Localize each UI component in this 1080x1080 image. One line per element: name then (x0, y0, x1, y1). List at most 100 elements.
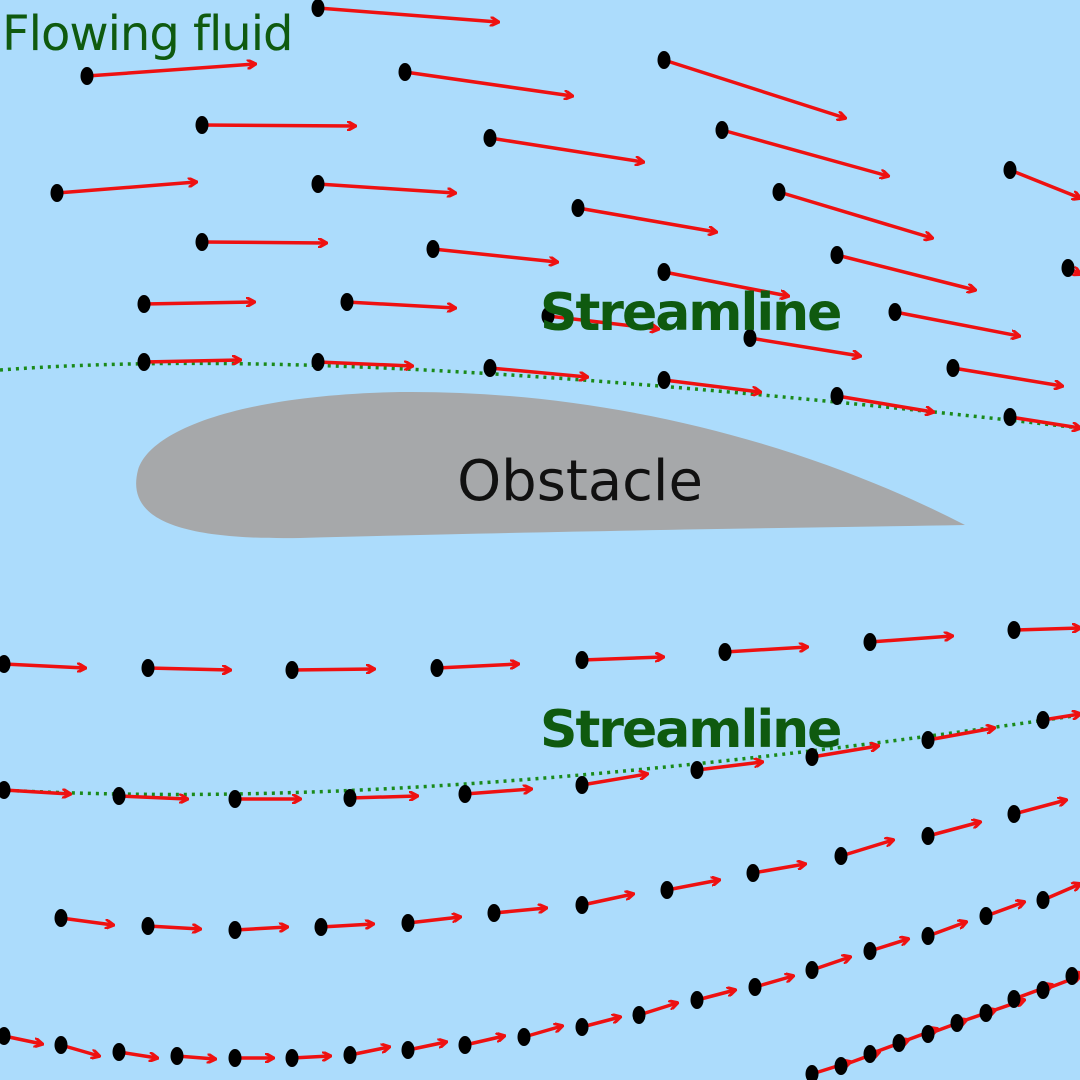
particle-dot-icon (863, 633, 877, 651)
velocity-arrow-icon (147, 668, 230, 670)
velocity-arrow-icon (464, 789, 531, 796)
particle-dot-icon (1061, 259, 1075, 277)
particle-dot-icon (830, 246, 844, 264)
particle-dot-icon (54, 1036, 68, 1054)
particle-dot-icon (401, 1041, 415, 1059)
particle-dot-icon (137, 295, 151, 313)
particle-dot-icon (805, 961, 819, 979)
particle-dot-icon (80, 67, 94, 85)
particle-dot-icon (1003, 408, 1017, 426)
velocity-arrow-icon (1009, 168, 1080, 198)
particle-dot-icon (112, 787, 126, 805)
velocity-arrow-icon (3, 788, 70, 794)
particle-dot-icon (746, 864, 760, 882)
particle-dot-icon (979, 907, 993, 925)
velocity-arrow-icon (721, 128, 888, 176)
velocity-arrow-icon (840, 840, 893, 858)
particle-dot-icon (228, 790, 242, 808)
particle-dot-icon (517, 1028, 531, 1046)
particle-dot-icon (690, 761, 704, 779)
particle-dot-icon (834, 847, 848, 865)
particle-dot-icon (921, 1025, 935, 1043)
particle-dot-icon (743, 329, 757, 347)
velocity-arrow-icon (147, 926, 200, 929)
particle-dot-icon (343, 1046, 357, 1064)
particle-dot-icon (141, 659, 155, 677)
velocity-arrow-icon (749, 336, 860, 356)
velocity-arrow-icon (432, 247, 557, 262)
particle-dot-icon (1065, 967, 1079, 985)
particle-dot-icon (660, 881, 674, 899)
particle-dot-icon (0, 781, 11, 799)
velocity-arrow-icon (493, 908, 546, 915)
particle-dot-icon (571, 199, 585, 217)
velocity-arrow-icon (581, 774, 647, 787)
particle-dot-icon (483, 359, 497, 377)
particle-dot-icon (170, 1047, 184, 1065)
velocity-arrow-icon (927, 822, 980, 838)
velocity-arrow-icon (927, 922, 966, 938)
velocity-arrow-icon (927, 728, 994, 742)
velocity-arrow-icon (836, 394, 933, 412)
velocity-arrow-icon (86, 64, 255, 78)
velocity-arrow-icon (752, 864, 805, 875)
particle-dot-icon (892, 1034, 906, 1052)
particle-dot-icon (1007, 621, 1021, 639)
velocity-arrow-icon (201, 242, 326, 243)
particle-dot-icon (112, 1043, 126, 1061)
velocity-arrow-icon (346, 300, 455, 308)
diagram-title: Flowing fluid (2, 6, 294, 62)
particle-dot-icon (430, 659, 444, 677)
particle-dot-icon (772, 183, 786, 201)
velocity-arrow-icon (56, 182, 196, 195)
particle-dot-icon (950, 1014, 964, 1032)
particle-dot-icon (285, 1049, 299, 1067)
particle-dot-icon (657, 51, 671, 69)
particle-dot-icon (834, 1057, 848, 1075)
velocity-arrow-icon (836, 253, 975, 290)
particle-dot-icon (805, 1065, 819, 1080)
particle-dot-icon (541, 307, 555, 325)
particle-dot-icon (458, 785, 472, 803)
particle-dot-icon (228, 1049, 242, 1067)
particle-dot-icon (483, 129, 497, 147)
velocity-arrow-icon (894, 310, 1019, 336)
particle-dot-icon (314, 918, 328, 936)
streamline-label-lower: Streamline (540, 700, 842, 760)
particle-dot-icon (54, 909, 68, 927)
particle-dot-icon (715, 121, 729, 139)
particle-dot-icon (657, 263, 671, 281)
particle-dot-icon (398, 63, 412, 81)
velocity-arrow-icon (952, 366, 1062, 386)
velocity-arrow-icon (60, 916, 113, 925)
velocity-arrow-icon (464, 1036, 504, 1047)
particle-dot-icon (657, 371, 671, 389)
particle-dot-icon (228, 921, 242, 939)
particle-dot-icon (805, 748, 819, 766)
particle-dot-icon (1036, 711, 1050, 729)
particle-dot-icon (718, 643, 732, 661)
velocity-arrow-icon (724, 647, 807, 654)
particle-dot-icon (1007, 805, 1021, 823)
particle-dot-icon (1003, 161, 1017, 179)
velocity-arrow-icon (666, 880, 719, 892)
particle-dot-icon (0, 1027, 11, 1045)
velocity-arrow-icon (317, 6, 498, 22)
velocity-arrow-icon (291, 669, 374, 670)
particle-dot-icon (863, 1045, 877, 1063)
particle-dot-icon (830, 387, 844, 405)
particle-dot-icon (285, 661, 299, 679)
velocity-arrow-icon (349, 796, 417, 798)
particle-dot-icon (888, 303, 902, 321)
particle-dot-icon (458, 1036, 472, 1054)
velocity-arrow-icon (489, 136, 643, 162)
velocity-arrow-icon (811, 746, 878, 759)
particle-dot-icon (311, 175, 325, 193)
obstacle-airfoil (136, 391, 965, 539)
obstacle-label: Obstacle (457, 449, 703, 514)
velocity-arrow-icon (985, 902, 1024, 918)
particle-dot-icon (946, 359, 960, 377)
